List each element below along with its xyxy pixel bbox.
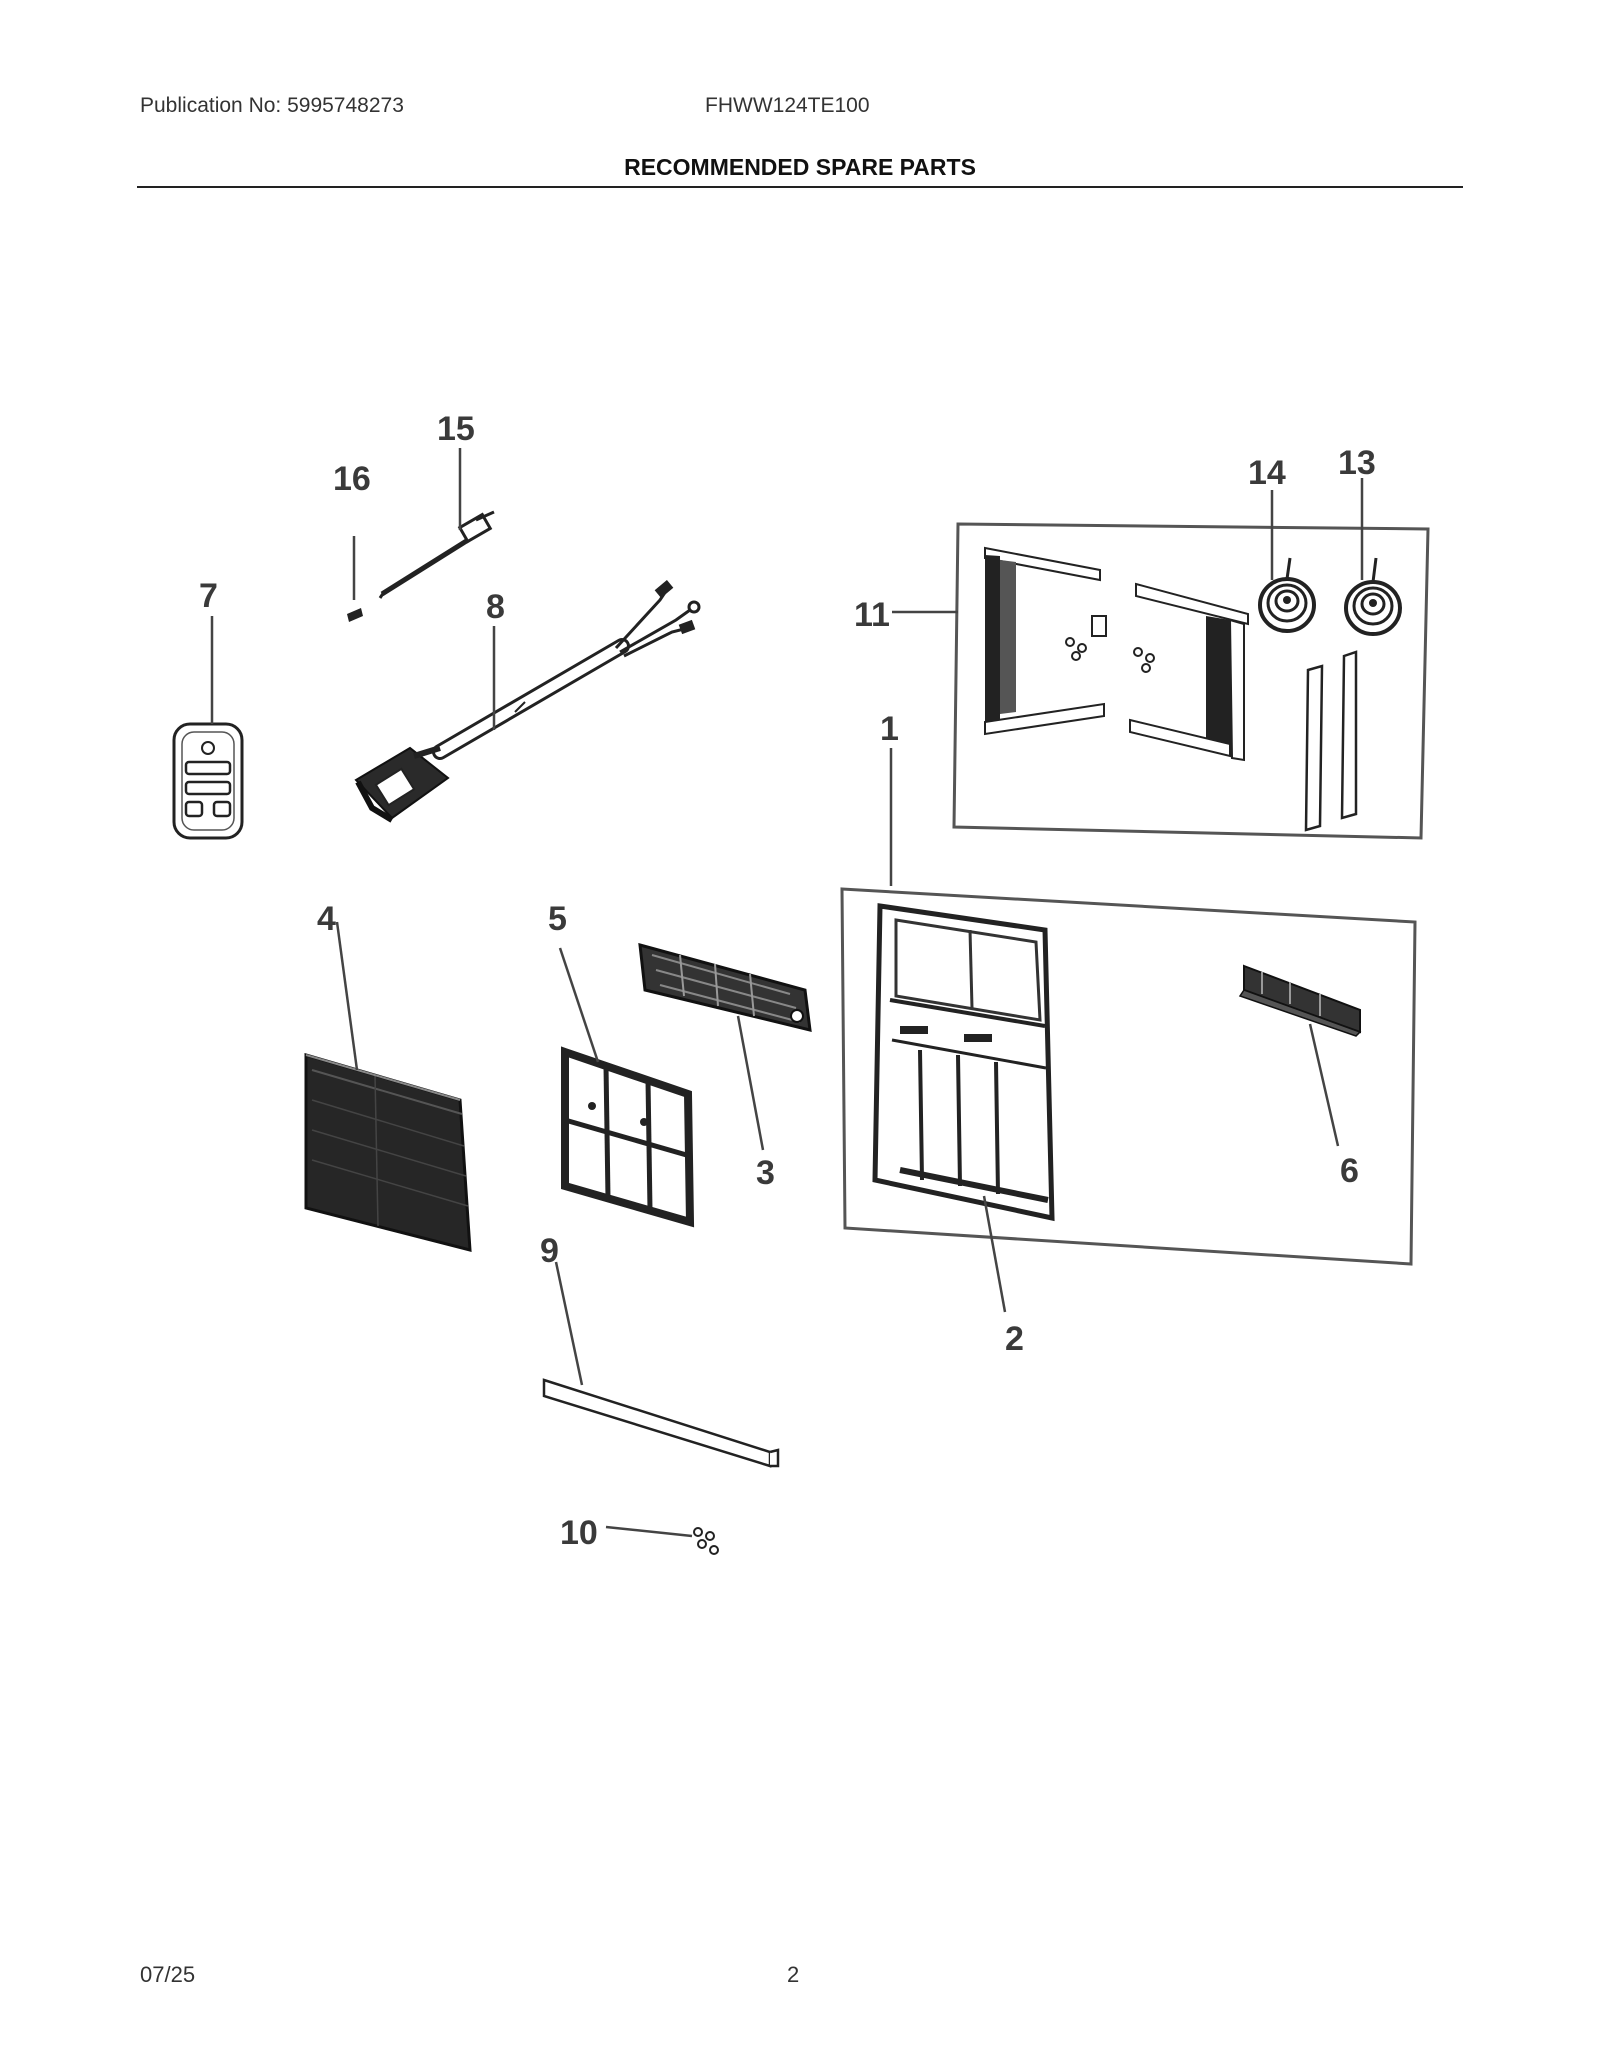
part-4-front-panel[interactable] [304, 1052, 472, 1252]
part-15-wire-harness[interactable] [378, 510, 495, 599]
model-number: FHWW124TE100 [705, 94, 870, 117]
part-6-control-board[interactable] [1238, 964, 1362, 1037]
part-10-screws[interactable] [693, 1527, 719, 1555]
part-3-louver-assembly[interactable] [638, 942, 812, 1032]
callout-11: 11 [854, 596, 890, 634]
callout-15: 15 [437, 410, 475, 448]
part-2-front-frame[interactable] [872, 903, 1055, 1222]
leader-lines [210, 448, 1364, 1538]
callout-10: 10 [560, 1514, 598, 1552]
callout-2: 2 [1005, 1320, 1024, 1358]
publication-number: Publication No: 5995748273 [140, 94, 404, 117]
part-11-side-curtain-kit[interactable] [984, 546, 1358, 832]
callout-13: 13 [1338, 444, 1376, 482]
part-14-foam-seal-roll[interactable] [1258, 557, 1316, 633]
callout-6: 6 [1340, 1152, 1359, 1190]
callout-16: 16 [333, 460, 371, 498]
callout-14: 14 [1248, 454, 1286, 492]
callout-5: 5 [548, 900, 567, 938]
page-number: 2 [787, 1962, 800, 1987]
part-16-clip[interactable] [347, 608, 363, 622]
assembly-box-1 [840, 887, 1417, 1266]
callout-3: 3 [756, 1154, 775, 1192]
part-13-foam-seal-roll[interactable] [1344, 557, 1402, 636]
callout-4: 4 [317, 900, 336, 938]
footer-date: 07/25 [140, 1962, 196, 1987]
header-rule [137, 186, 1463, 188]
callout-9: 9 [540, 1232, 559, 1270]
callout-1: 1 [880, 710, 899, 748]
part-7-remote-control[interactable] [172, 722, 244, 840]
part-8-power-cord[interactable] [354, 580, 701, 823]
callout-8: 8 [486, 588, 505, 626]
part-5-air-filter[interactable] [561, 1046, 695, 1228]
part-9-rail-strip[interactable] [542, 1378, 780, 1468]
callout-labels: 7 16 15 8 11 14 13 1 4 5 3 6 2 9 10 [199, 410, 1376, 1552]
page-title: RECOMMENDED SPARE PARTS [624, 154, 976, 180]
callout-7: 7 [199, 577, 218, 615]
